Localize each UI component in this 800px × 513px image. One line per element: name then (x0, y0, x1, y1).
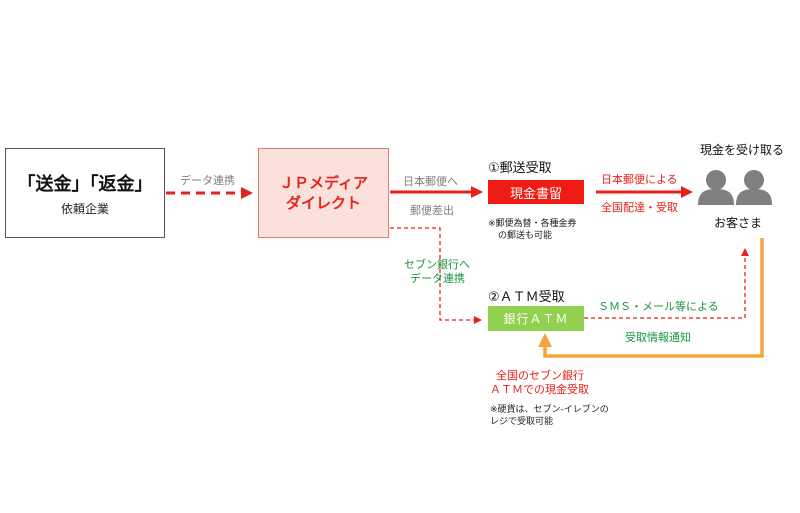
label-nationwide-delivery: 全国配達・受取 (601, 201, 678, 214)
arrow-atm-receive (538, 238, 764, 358)
jp-media-direct-box: ＪＰメディア ダイレクト (258, 148, 389, 238)
label-by-japan-post: 日本郵便による (601, 173, 678, 186)
label-atm-receive-line1: 全国のセブン銀行 (496, 369, 584, 382)
label-seven-bank-line1: セブン銀行へ (404, 258, 470, 271)
note-postal-line2: の郵送も可能 (498, 231, 553, 241)
note-coin-line2: レジで受取可能 (490, 417, 554, 427)
customer-heading: 現金を受け取る (700, 143, 785, 157)
section-atm-heading: ②ＡＴＭ受取 (488, 290, 565, 305)
jp-media-label-line1: ＪＰメディア (279, 174, 368, 192)
jp-media-label-line2: ダイレクト (285, 194, 361, 212)
label-sms-mail: ＳＭＳ・メール等による (598, 300, 719, 313)
note-coin-line1: ※硬貨は、セブン‐イレブンの (490, 405, 609, 415)
label-data-link: データ連携 (180, 174, 235, 187)
label-to-japan-post: 日本郵便へ (403, 175, 458, 188)
customer-name: お客さま (714, 216, 763, 230)
client-sub-label: 依頼企業 (60, 201, 109, 216)
cash-registered-box: 現金書留 (488, 180, 584, 204)
client-main-label: 「送金」「返金」 (17, 173, 153, 195)
person-icon (736, 170, 772, 205)
bank-atm-box: 銀行ＡＴＭ (488, 306, 584, 331)
arrow-to-seven-bank (390, 227, 482, 324)
section-postal-heading: ①郵送受取 (488, 161, 552, 176)
label-atm-receive-line2: ＡＴＭでの現金受取 (490, 383, 589, 396)
label-receipt-notice: 受取情報通知 (625, 331, 691, 344)
client-company-box: 「送金」「返金」 依頼企業 (5, 148, 165, 238)
person-icon (698, 170, 734, 205)
label-seven-bank-line2: データ連携 (410, 272, 465, 285)
note-postal-line1: ※郵便為替・各種金券 (488, 219, 577, 229)
label-post-submit: 郵便差出 (410, 204, 454, 217)
arrow-notification (584, 248, 749, 319)
